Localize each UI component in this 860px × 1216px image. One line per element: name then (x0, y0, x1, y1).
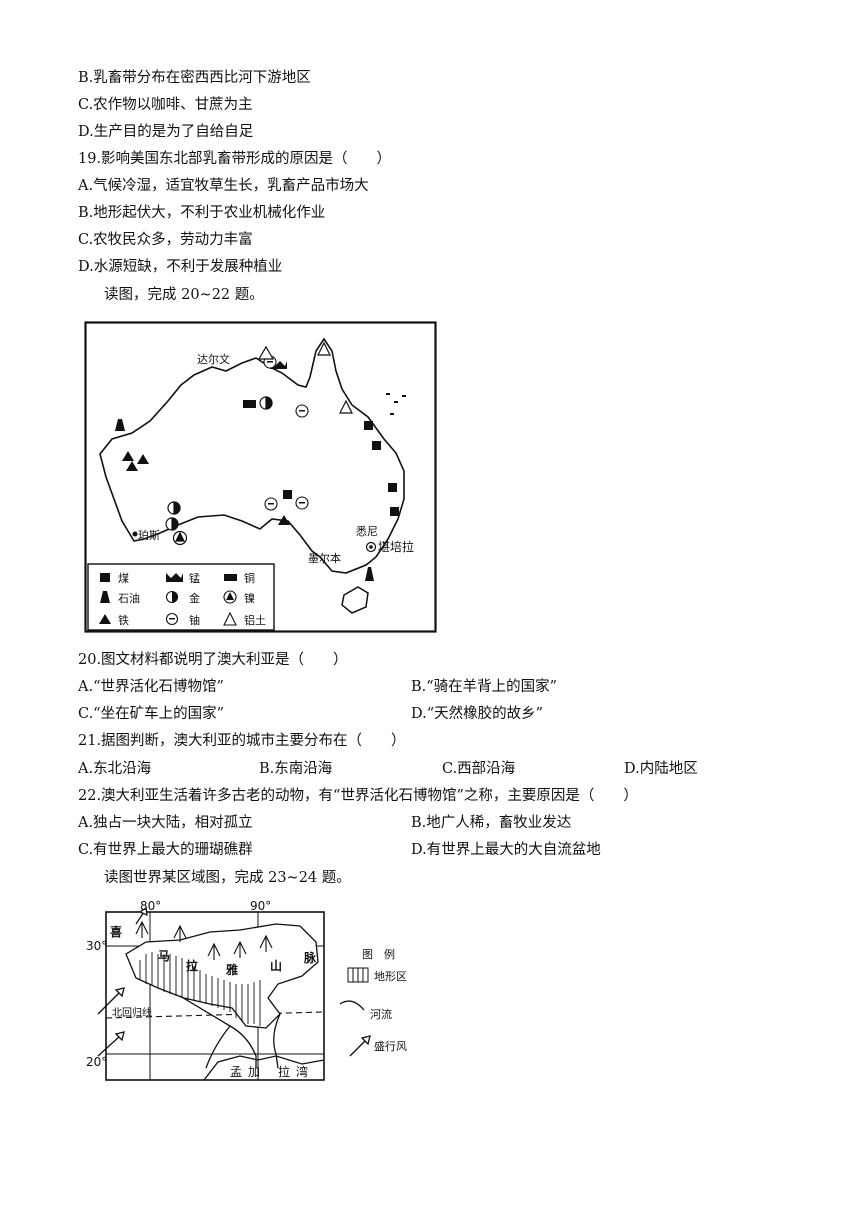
coastline (203, 1055, 325, 1081)
canberra-marker (365, 541, 377, 553)
legend-copper: 铜 (244, 571, 255, 585)
option-c: C.农作物以咖啡、甘蔗为主 (78, 97, 253, 113)
legend-gold: 金 (189, 591, 200, 605)
manganese-symbol (270, 361, 287, 369)
coral-islands (386, 393, 406, 415)
question-20-option-c: C.“坐在矿车上的国家” (78, 706, 225, 722)
legend-bauxite: 铝土 (244, 613, 266, 627)
mountain-char-5: 山 (270, 958, 282, 973)
mountain-char-2: 马 (158, 949, 170, 963)
question-22-option-d: D.有世界上最大的大自流盆地 (411, 842, 601, 858)
legend-terrain: 地形区 (374, 970, 407, 983)
question-21-option-b: B.东南沿海 (259, 761, 333, 777)
question-20-option-d: D.“天然橡胶的故乡” (411, 706, 544, 722)
question-19-option-d: D.水源短缺，不利于发展种植业 (78, 259, 283, 275)
mountain-char-3: 拉 (186, 958, 198, 973)
city-label-darwin: 达尔文 (197, 352, 230, 366)
south-asia-region-map: 80° 90° 30° 20° 北回归线 喜 马 拉 雅 山 脉 孟 加 拉 湾… (86, 899, 407, 1081)
lon-label-90: 90° (250, 899, 271, 913)
lat-label-20: 20° (86, 1055, 107, 1069)
question-20-stem: 20.图文材料都说明了澳大利亚是（ ） (78, 652, 348, 668)
tropic-label: 北回归线 (112, 1006, 152, 1019)
bay-char-3: 拉 (278, 1064, 290, 1079)
city-label-melbourne: 墨尔本 (308, 551, 341, 565)
mountain-char-1: 喜 (110, 924, 122, 939)
coal-symbols (243, 400, 399, 516)
petroleum-symbols (115, 419, 374, 581)
question-19-option-c: C.农牧民众多，劳动力丰富 (78, 232, 253, 248)
mountain-char-6: 脉 (303, 950, 317, 965)
legend-uranium: 铀 (189, 613, 200, 627)
mountain-peaks (135, 920, 273, 960)
question-20-option-a: A.“世界活化石博物馆” (78, 679, 224, 695)
tasmania-outline (341, 586, 369, 614)
question-22-option-a: A.独占一块大陆，相对孤立 (78, 815, 253, 831)
iron-symbols (122, 451, 290, 525)
rivers (179, 995, 281, 1069)
prevailing-wind-arrows (97, 906, 148, 1057)
question-21-option-d: D.内陆地区 (624, 761, 698, 777)
question-20-option-b: B.“骑在羊背上的国家” (411, 679, 558, 695)
question-21-option-c: C.西部沿海 (442, 761, 516, 777)
legend-wind-swatch (349, 1035, 371, 1057)
question-21-stem: 21.据图判断，澳大利亚的城市主要分布在（ ） (78, 733, 406, 749)
question-21-option-a: A.东北沿海 (78, 761, 152, 777)
city-label-perth: 珀斯 (138, 528, 160, 542)
terrain-region (125, 923, 319, 1029)
legend-manganese: 锰 (189, 571, 200, 585)
city-label-canberra: 堪培拉 (378, 539, 414, 554)
intro-23-24: 读图世界某区域图，完成 23~24 题。 (104, 870, 351, 886)
nickel-symbol (172, 530, 188, 546)
legend-river-swatch (339, 1000, 365, 1011)
lat-label-30: 30° (86, 939, 107, 953)
map-legend (87, 563, 275, 631)
legend-nickel: 镍 (244, 591, 255, 605)
intro-20-22: 读图，完成 20~22 题。 (104, 287, 264, 303)
legend-iron: 铁 (118, 614, 129, 627)
bay-char-2: 加 (248, 1065, 260, 1079)
legend-wind: 盛行风 (374, 1039, 407, 1053)
question-19-option-b: B.地形起伏大，不利于农业机械化作业 (78, 205, 326, 221)
legend-petroleum: 石油 (118, 591, 140, 605)
option-d: D.生产目的是为了自给自足 (78, 124, 254, 140)
bauxite-symbols (257, 341, 353, 414)
question-19-option-a: A.气候冷湿，适宜牧草生长，乳畜产品市场大 (78, 178, 369, 194)
question-19-stem: 19.影响美国东北部乳畜带形成的原因是（ ） (78, 151, 392, 167)
bay-char-4: 湾 (296, 1064, 308, 1079)
australia-mineral-map: 达尔文 珀斯 悉尼 墨尔本 堪培拉 煤 锰 铜 石油 金 镍 铁 铀 铝土 (84, 321, 437, 633)
uranium-glyph-marks (267, 361, 305, 505)
australia-outline (99, 337, 405, 574)
legend-river: 河流 (370, 1007, 392, 1021)
region-legend-title: 图 例 (362, 947, 395, 961)
question-22-option-c: C.有世界上最大的珊瑚礁群 (78, 842, 253, 858)
question-22-option-b: B.地广人稀，畜牧业发达 (411, 815, 572, 831)
option-b: B.乳畜带分布在密西西比河下游地区 (78, 70, 311, 86)
bay-char-1: 孟 (230, 1065, 242, 1079)
legend-terrain-swatch (347, 967, 369, 983)
tropic-of-cancer-line (105, 1011, 325, 1019)
legend-coal: 煤 (118, 572, 129, 585)
terrain-hatching (139, 952, 261, 1026)
mountain-char-4: 雅 (225, 962, 238, 977)
lon-label-80: 80° (140, 899, 161, 913)
city-label-sydney: 悉尼 (356, 525, 378, 538)
question-22-stem: 22.澳大利亚生活着许多古老的动物，有“世界活化石博物馆”之称，主要原因是（ ） (78, 788, 638, 804)
gold-symbols (165, 396, 273, 531)
perth-marker (132, 531, 138, 537)
